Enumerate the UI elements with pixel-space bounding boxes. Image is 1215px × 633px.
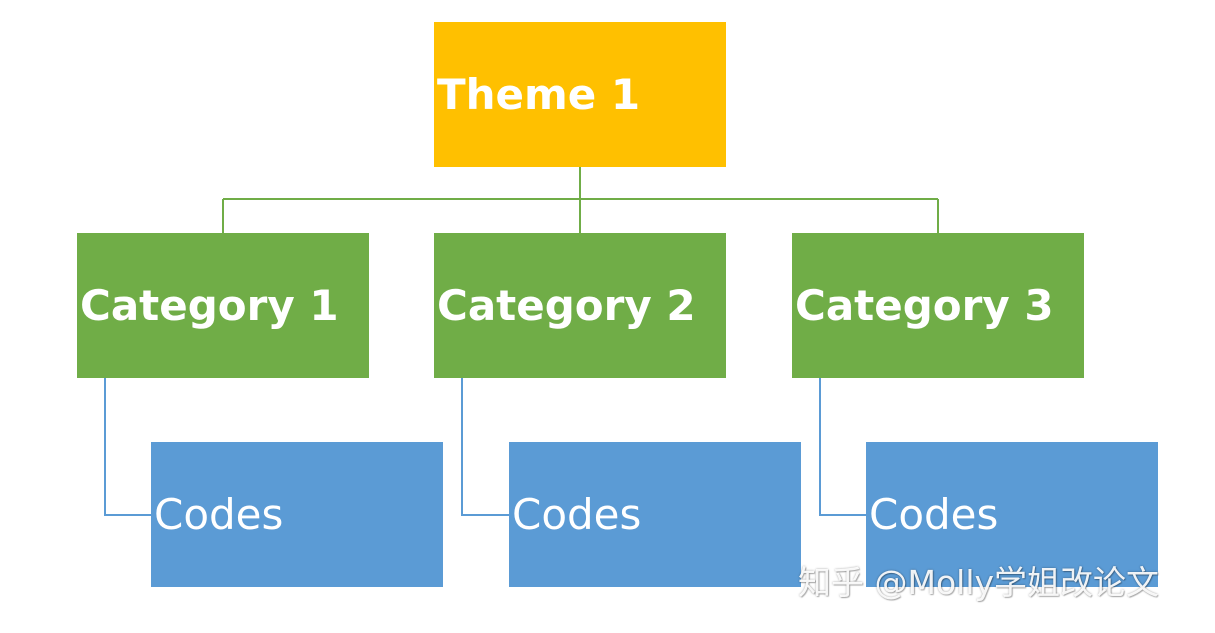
watermark: 知乎 @Molly学姐改论文 [798, 563, 1160, 602]
category-label-2: Category 2 [437, 281, 696, 330]
theme-connectors [222, 167, 939, 233]
theme-node: Theme 1 [434, 22, 726, 167]
code-label-3: Codes [869, 490, 999, 539]
category-node-1: Category 1 [77, 233, 369, 378]
theme-label: Theme 1 [437, 70, 641, 119]
code-node-2: Codes [509, 442, 801, 587]
category-label-3: Category 3 [795, 281, 1054, 330]
code-node-1: Codes [151, 442, 443, 587]
category-label-1: Category 1 [80, 281, 339, 330]
category-node-3: Category 3 [792, 233, 1084, 378]
code-3-connector [819, 378, 866, 516]
code-1-connector [104, 378, 151, 516]
code-label-1: Codes [154, 490, 284, 539]
category-node-2: Category 2 [434, 233, 726, 378]
code-connectors [104, 378, 866, 516]
code-node-3: Codes [866, 442, 1158, 587]
code-label-2: Codes [512, 490, 642, 539]
code-2-connector [461, 378, 509, 516]
